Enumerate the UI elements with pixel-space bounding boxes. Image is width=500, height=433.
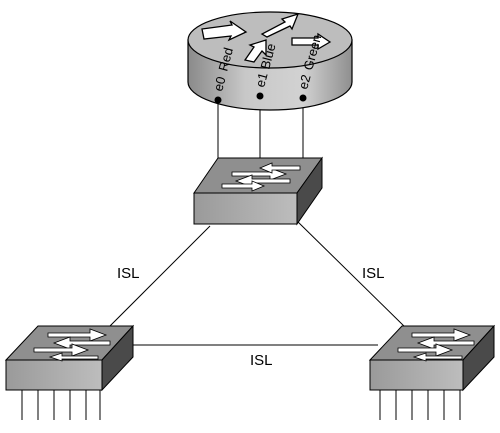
router-port-e2 xyxy=(299,94,307,102)
switch-left-arrows-icon xyxy=(33,328,111,362)
links xyxy=(107,96,409,346)
router-port-e0 xyxy=(214,96,222,104)
switch-center-side xyxy=(296,156,323,226)
switch-right-arrows-icon xyxy=(397,328,475,362)
switch-left-cables xyxy=(21,390,101,420)
link-label-top-left: ISL xyxy=(117,265,140,282)
router-arrows-icon xyxy=(201,12,332,63)
switch-right-front xyxy=(369,359,464,391)
switch-right-cables xyxy=(379,390,461,420)
router-port-label-e0-vlan: Red xyxy=(215,46,236,73)
router-port-label-e2-port: e2 xyxy=(295,73,313,91)
switch-left-side xyxy=(101,324,134,392)
switch-right xyxy=(368,324,496,420)
switch-left xyxy=(4,324,135,420)
link-label-bottom: ISL xyxy=(250,352,273,369)
link-top-left xyxy=(107,225,211,329)
router: e0 Red e1 Blue e2 Green xyxy=(187,11,353,111)
router-port-label-e1-port: e1 xyxy=(252,71,270,89)
link-top-right xyxy=(295,219,409,331)
router-port-label-e1-vlan: Blue xyxy=(257,42,278,71)
switch-right-side xyxy=(462,324,495,392)
router-port-e1 xyxy=(256,92,264,100)
switch-center-front xyxy=(193,192,298,225)
switch-center xyxy=(193,156,323,226)
router-port-label-e0-port: e0 xyxy=(210,75,228,93)
link-label-top-right: ISL xyxy=(362,265,385,282)
switch-center-arrows-icon xyxy=(221,162,301,192)
switch-left-front xyxy=(5,359,103,391)
